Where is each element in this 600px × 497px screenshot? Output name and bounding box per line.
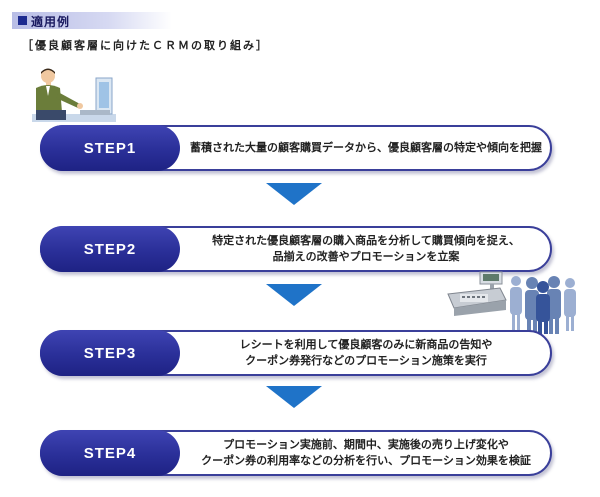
step-3: STEP3 レシートを利用して優良顧客のみに新商品の告知や クーポン券発行などの… bbox=[40, 330, 552, 376]
cash-register-icon bbox=[447, 271, 507, 316]
step-3-description: レシートを利用して優良顧客のみに新商品の告知や クーポン券発行などのプロモーショ… bbox=[185, 330, 547, 376]
step-2-description: 特定された優良顧客層の購入商品を分析して購買傾向を捉え、 品揃えの改善やプロモー… bbox=[185, 226, 547, 272]
step-2: STEP2 特定された優良顧客層の購入商品を分析して購買傾向を捉え、 品揃えの改… bbox=[40, 226, 552, 272]
down-arrow-icon bbox=[266, 284, 322, 306]
person-at-computer-icon bbox=[32, 68, 116, 122]
diagram-subtitle: ［優良顧客層に向けたＣＲＭの取り組み］ bbox=[22, 39, 269, 52]
step-1: STEP1 蓄積された大量の顧客購買データから、優良顧客層の特定や傾向を把握 bbox=[40, 125, 552, 171]
step-1-description: 蓄積された大量の顧客購買データから、優良顧客層の特定や傾向を把握 bbox=[185, 125, 547, 171]
step-3-line-2: クーポン券発行などのプロモーション施策を実行 bbox=[245, 354, 487, 367]
step-3-label: STEP3 bbox=[40, 330, 180, 376]
step-4: STEP4 プロモーション実施前、期間中、実施後の売り上げ変化や クーポン券の利… bbox=[40, 430, 552, 476]
down-arrow-icon bbox=[266, 386, 322, 408]
step-4-line-1: プロモーション実施前、期間中、実施後の売り上げ変化や bbox=[223, 438, 509, 451]
section-title: 適用例 bbox=[31, 15, 71, 29]
step-2-label: STEP2 bbox=[40, 226, 180, 272]
step-3-line-1: レシートを利用して優良顧客のみに新商品の告知や bbox=[239, 338, 493, 351]
step-1-line-1: 蓄積された大量の顧客購買データから、優良顧客層の特定や傾向を把握 bbox=[190, 141, 542, 154]
down-arrow-icon bbox=[266, 183, 322, 205]
header-bullet-icon bbox=[18, 16, 27, 25]
step-4-line-2: クーポン券の利用率などの分析を行い、プロモーション効果を検証 bbox=[201, 454, 531, 467]
header-bar bbox=[12, 12, 172, 29]
customer-crowd-icon bbox=[510, 276, 576, 334]
step-4-description: プロモーション実施前、期間中、実施後の売り上げ変化や クーポン券の利用率などの分… bbox=[185, 430, 547, 476]
step-1-label: STEP1 bbox=[40, 125, 180, 171]
step-2-line-2: 品揃えの改善やプロモーションを立案 bbox=[272, 250, 460, 263]
step-2-line-1: 特定された優良顧客層の購入商品を分析して購買傾向を捉え、 bbox=[212, 234, 520, 247]
step-4-label: STEP4 bbox=[40, 430, 180, 476]
